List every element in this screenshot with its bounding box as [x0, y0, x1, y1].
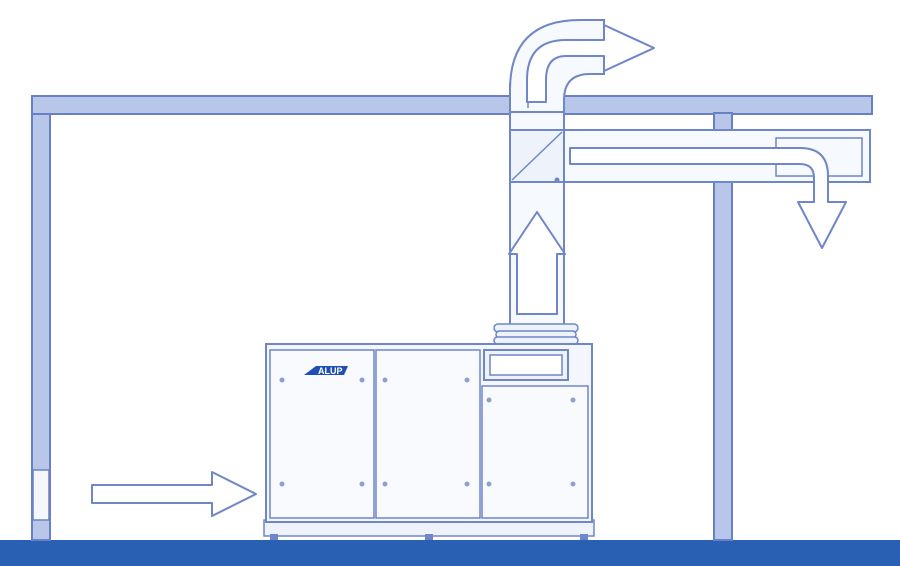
compressor-panel-right [481, 385, 589, 519]
roof-beam [31, 95, 873, 115]
arrow-up-icon [508, 211, 566, 315]
arrow-right-icon [91, 471, 257, 517]
right-column [713, 112, 733, 541]
logo-icon: ALUP [304, 366, 348, 376]
flexible-connector [493, 323, 579, 345]
wall-opening [32, 469, 50, 521]
damper-pivot [554, 177, 560, 183]
floor [0, 540, 900, 566]
compressor-unit [263, 343, 595, 540]
compressor-panel-middle [375, 349, 481, 519]
display-screen [489, 354, 563, 376]
logo-text: ALUP [318, 366, 343, 376]
arrow-curve-exhaust-icon [526, 24, 655, 103]
compressor-panel-left [269, 349, 375, 519]
arrow-down-icon [569, 147, 847, 249]
damper-blade [511, 131, 563, 181]
